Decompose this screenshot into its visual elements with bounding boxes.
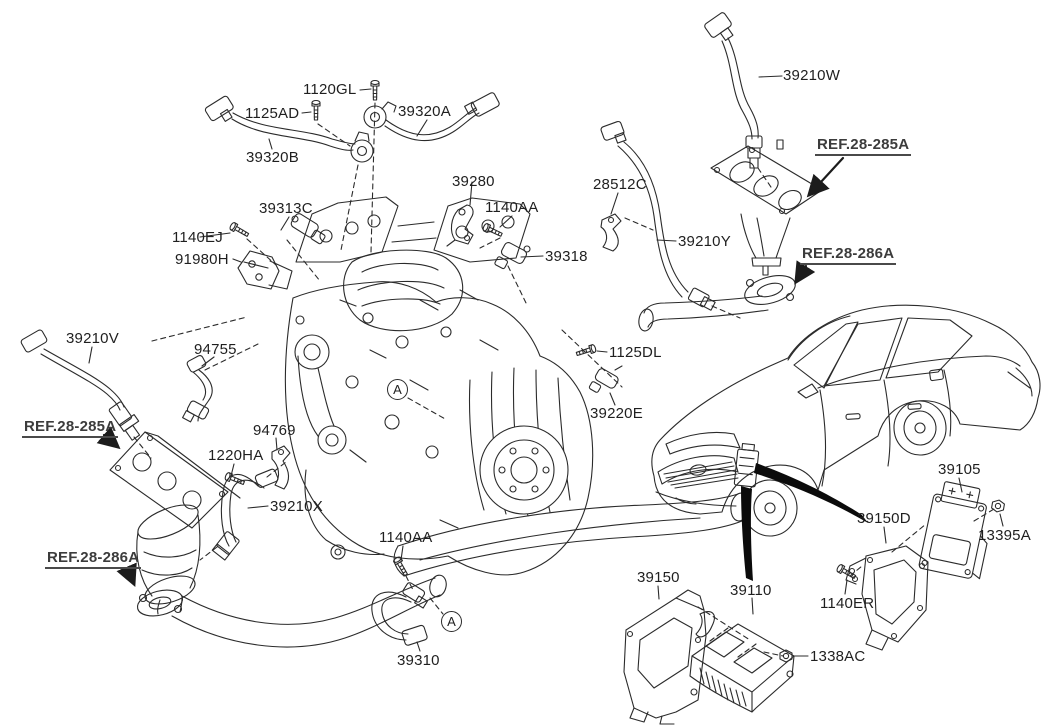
camshaft-sensor-94755-drawing (182, 354, 213, 423)
bracket-91980H-drawing (237, 250, 293, 290)
part-label-39210W: 39210W (783, 67, 841, 84)
ref-label-28-285A-right: REF.28-285A (815, 136, 912, 156)
oxygen-sensor-39210W-drawing (704, 12, 763, 169)
leader-lines (88, 75, 1004, 657)
bolt-1125AD (311, 99, 321, 121)
bolt-1140EJ (228, 221, 251, 240)
assembly-callout-a-sensor: A (441, 611, 462, 632)
car-to-ecu-arrows (741, 463, 868, 581)
exhaust-manifold-front-drawing (109, 431, 750, 648)
oxygen-sensor-39210X-drawing (211, 468, 279, 561)
part-label-39105: 39105 (938, 461, 981, 478)
part-label-94769: 94769 (253, 422, 296, 439)
bracket-94769-drawing (271, 445, 291, 490)
ref-callout-arrows (96, 156, 845, 588)
part-label-1140EJ: 1140EJ (172, 229, 223, 246)
part-label-91980H: 91980H (175, 251, 229, 268)
part-label-39220E: 39220E (590, 405, 643, 422)
ecu-bracket-39150D-drawing (845, 545, 929, 651)
part-label-1125DL: 1125DL (609, 344, 662, 361)
assembly-callout-a-engine: A (387, 379, 408, 400)
part-label-39280: 39280 (452, 173, 495, 190)
part-label-94755: 94755 (194, 341, 237, 358)
part-label-1140AA-bottom: 1140AA (379, 529, 433, 546)
part-label-39310: 39310 (397, 652, 440, 669)
assembly-dashed-lines (133, 102, 995, 657)
oxygen-sensor-39210V-drawing (20, 329, 141, 441)
part-label-1338AC: 1338AC (810, 648, 866, 665)
part-label-39210Y: 39210Y (678, 233, 731, 250)
car-drawing (651, 304, 1041, 537)
ref-label-28-286A-right: REF.28-286A (800, 245, 897, 265)
bolt-1140AA-top (481, 222, 504, 239)
part-label-39320A: 39320A (398, 103, 451, 120)
knock-sensor-39320A-drawing (363, 92, 500, 142)
part-label-1140AA-top: 1140AA (485, 199, 539, 216)
nut-13395A (990, 498, 1006, 514)
part-label-39110: 39110 (730, 582, 772, 599)
part-label-39150D: 39150D (857, 510, 911, 527)
engine-drawing (284, 196, 594, 576)
part-label-39210V: 39210V (66, 330, 119, 347)
bracket-39280-drawing (446, 204, 474, 247)
part-label-1120GL: 1120GL (303, 81, 357, 98)
ecu-bracket-39150-drawing (623, 589, 715, 725)
knock-sensor-39320B-drawing (204, 95, 374, 163)
part-label-39150: 39150 (637, 569, 680, 586)
bracket-28512C-drawing (600, 213, 622, 252)
ref-label-28-286A-left: REF.28-286A (45, 549, 142, 569)
part-label-28512C: 28512C (593, 176, 647, 193)
part-label-39320B: 39320B (246, 149, 299, 166)
camshaft-sensor-39313C-drawing (290, 213, 326, 245)
camshaft-sensor-39318-drawing (494, 242, 531, 270)
bolt-1120GL (370, 79, 380, 101)
part-label-13395A: 13395A (978, 527, 1031, 544)
sensor-39220E-drawing (588, 365, 623, 393)
part-label-1220HA: 1220HA (208, 447, 264, 464)
part-label-39313C: 39313C (259, 200, 313, 217)
part-label-39210X: 39210X (270, 498, 323, 515)
oxygen-sensor-39210Y-drawing (600, 120, 716, 311)
ref-label-28-285A-left: REF.28-285A (22, 418, 119, 438)
part-label-39318: 39318 (545, 248, 588, 265)
part-label-1125AD: 1125AD (245, 105, 300, 122)
part-label-1140ER: 1140ER (820, 595, 875, 612)
